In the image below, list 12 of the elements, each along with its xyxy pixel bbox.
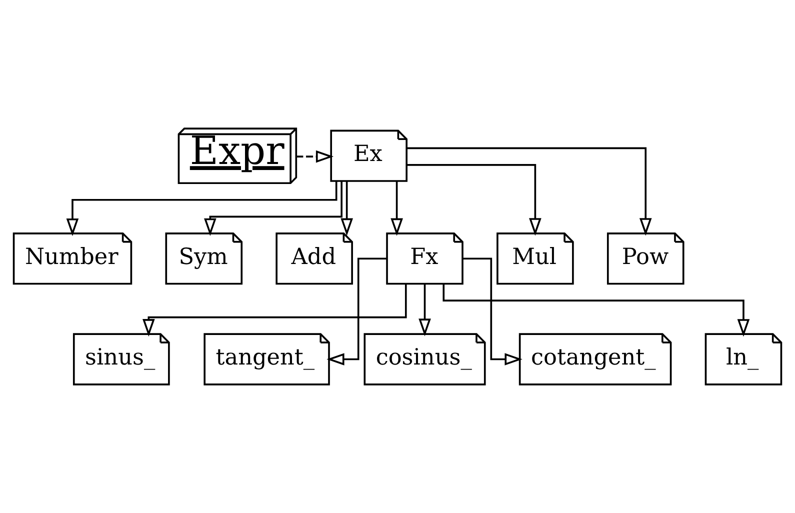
arrow bbox=[418, 284, 431, 336]
arrow bbox=[142, 284, 407, 337]
arrow bbox=[462, 258, 522, 366]
arrow bbox=[390, 181, 403, 236]
arrow bbox=[296, 150, 334, 163]
arrow bbox=[406, 164, 542, 236]
arrow bbox=[442, 284, 750, 337]
arrow bbox=[406, 147, 652, 236]
arrow bbox=[326, 258, 387, 366]
arrow bbox=[204, 181, 342, 236]
arrow bbox=[66, 181, 338, 236]
arrow bbox=[340, 181, 353, 236]
